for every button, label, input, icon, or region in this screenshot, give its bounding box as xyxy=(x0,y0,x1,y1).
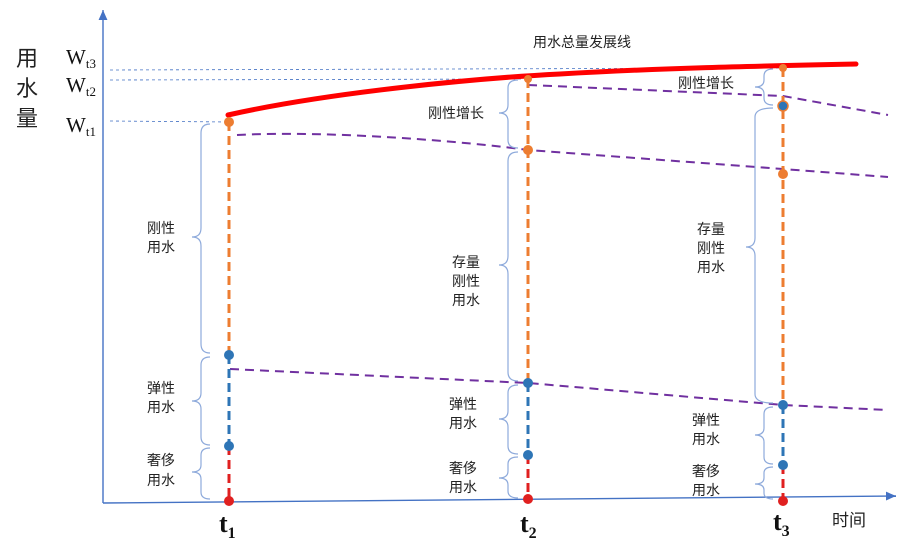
svg-text:奢侈: 奢侈 xyxy=(449,461,477,477)
t1-rigid-label: 刚性 用水 xyxy=(147,221,175,256)
w-label-t1: Wt1 xyxy=(66,113,96,139)
t3-point-stock-top xyxy=(778,169,788,179)
svg-text:用水: 用水 xyxy=(449,416,477,432)
t2-elastic-brace xyxy=(498,384,519,455)
t2-luxury-label: 奢侈 用水 xyxy=(449,461,477,496)
svg-text:t3: t3 xyxy=(773,507,790,540)
svg-text:水: 水 xyxy=(16,77,38,102)
svg-text:Wt3: Wt3 xyxy=(66,45,96,71)
t3-point-rigid-base xyxy=(778,400,788,410)
diagram-title: 用水总量发展线 xyxy=(533,35,631,51)
svg-text:奢侈: 奢侈 xyxy=(692,464,720,480)
t1-point-top xyxy=(224,117,234,127)
svg-text:用水: 用水 xyxy=(692,432,720,448)
t2-point-top xyxy=(524,75,532,83)
t3-luxury-label: 奢侈 用水 xyxy=(692,464,720,499)
t2-point-elastic-base xyxy=(523,450,533,460)
t1-point-rigid-base xyxy=(224,350,234,360)
t3-luxury-brace xyxy=(754,466,774,500)
svg-text:Wt2: Wt2 xyxy=(66,73,96,99)
svg-text:t2: t2 xyxy=(520,509,537,542)
svg-text:弹性: 弹性 xyxy=(147,381,175,397)
t3-point-top xyxy=(779,64,787,72)
svg-text:刚性: 刚性 xyxy=(147,221,175,237)
y-axis-label: 用 水 量 xyxy=(16,47,38,132)
svg-text:用水: 用水 xyxy=(449,480,477,496)
svg-text:用水: 用水 xyxy=(147,240,175,256)
svg-text:弹性: 弹性 xyxy=(692,413,720,429)
svg-text:Wt1: Wt1 xyxy=(66,113,96,139)
guide-wt1 xyxy=(109,120,230,123)
t2-luxury-brace xyxy=(498,456,519,499)
svg-text:奢侈: 奢侈 xyxy=(147,453,175,469)
t1-rigid-brace xyxy=(191,123,211,354)
svg-text:t1: t1 xyxy=(219,509,236,542)
svg-text:刚性: 刚性 xyxy=(697,241,725,257)
t3-point-growth-base xyxy=(777,100,789,112)
svg-text:存量: 存量 xyxy=(697,222,725,238)
t2-growth-label: 刚性增长 xyxy=(428,106,484,122)
t3-point-elastic-base xyxy=(778,460,788,470)
t1-elastic-brace xyxy=(191,356,211,446)
svg-text:用水: 用水 xyxy=(452,293,480,309)
x-axis xyxy=(102,491,897,504)
t-label-2: t2 xyxy=(520,509,537,542)
svg-text:用水: 用水 xyxy=(692,483,720,499)
svg-text:用水: 用水 xyxy=(697,260,725,276)
w-label-t2: Wt2 xyxy=(66,73,96,99)
t1-luxury-brace xyxy=(191,447,211,500)
t2-stock-brace xyxy=(498,151,519,382)
t2-point-rigid-base xyxy=(523,378,533,388)
t3-growth-label: 刚性增长 xyxy=(678,76,734,92)
t1-luxury-label: 奢侈 用水 xyxy=(147,453,175,489)
t2-elastic-label: 弹性 用水 xyxy=(449,397,477,432)
t2-point-origin xyxy=(523,494,533,504)
svg-text:用: 用 xyxy=(16,47,38,72)
boundary-middle xyxy=(236,132,889,178)
t3-growth-brace xyxy=(754,68,774,106)
t2-stock-label: 存量 刚性 用水 xyxy=(452,255,480,309)
svg-text:用水: 用水 xyxy=(147,473,175,489)
svg-text:刚性: 刚性 xyxy=(452,274,480,290)
t-label-3: t3 xyxy=(773,507,790,540)
w-label-t3: Wt3 xyxy=(66,45,96,71)
t3-point-origin xyxy=(778,496,788,506)
boundary-lower xyxy=(229,368,889,411)
total-water-line xyxy=(225,61,859,118)
t3-elastic-label: 弹性 用水 xyxy=(692,413,720,448)
svg-text:用水: 用水 xyxy=(147,400,175,416)
t3-elastic-brace xyxy=(754,406,774,465)
t2-point-stock-top xyxy=(523,145,533,155)
t3-stock-brace xyxy=(745,107,774,404)
t3-stock-label: 存量 刚性 用水 xyxy=(697,222,725,276)
t1-point-origin xyxy=(224,496,234,506)
x-axis-label: 时间 xyxy=(832,511,866,531)
t1-elastic-label: 弹性 用水 xyxy=(147,381,175,416)
t2-growth-brace xyxy=(498,79,519,149)
t1-point-elastic-base xyxy=(224,441,234,451)
svg-text:存量: 存量 xyxy=(452,255,480,271)
t-label-1: t1 xyxy=(219,509,236,542)
svg-text:弹性: 弹性 xyxy=(449,397,477,413)
svg-text:量: 量 xyxy=(16,107,38,132)
